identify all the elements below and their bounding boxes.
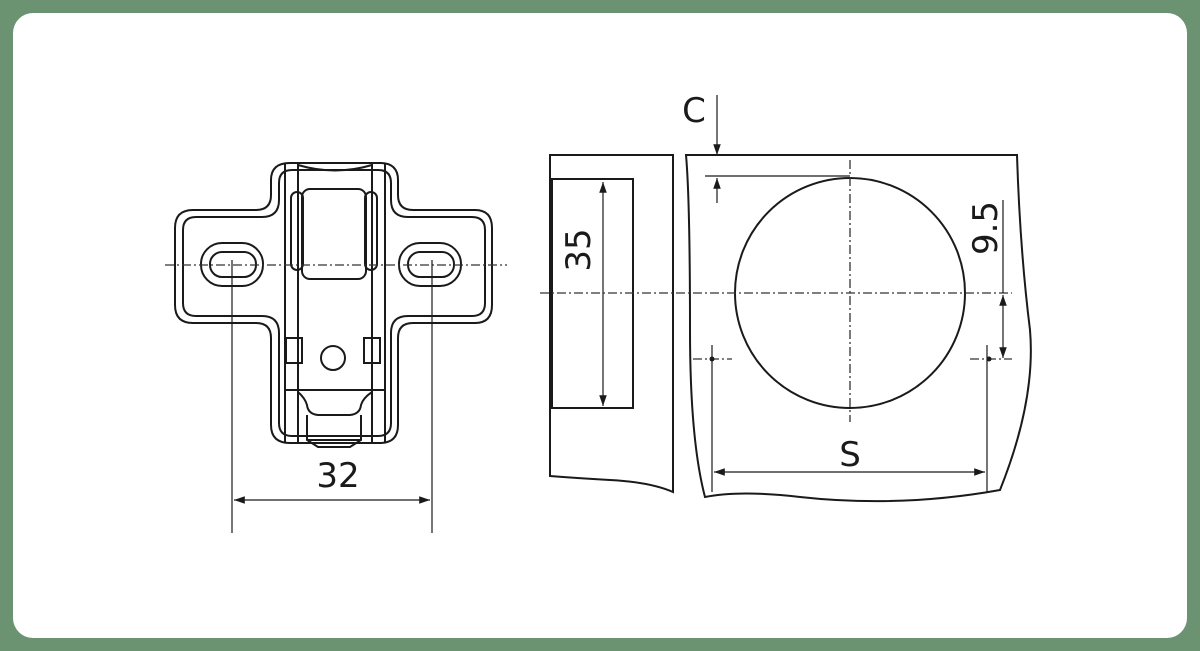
dimension-32-label: 32 [316, 456, 359, 496]
mounting-plate: 32 [165, 162, 507, 533]
edge-distance-c-label: C [682, 91, 706, 131]
cabinet-side-panel: 35 [549, 154, 674, 494]
spacing-s-label: S [839, 435, 861, 475]
door-panel: C 9.5 S [540, 91, 1032, 503]
dimension-9-5-label: 9.5 [966, 201, 1006, 255]
dimension-35-label: 35 [559, 228, 599, 271]
